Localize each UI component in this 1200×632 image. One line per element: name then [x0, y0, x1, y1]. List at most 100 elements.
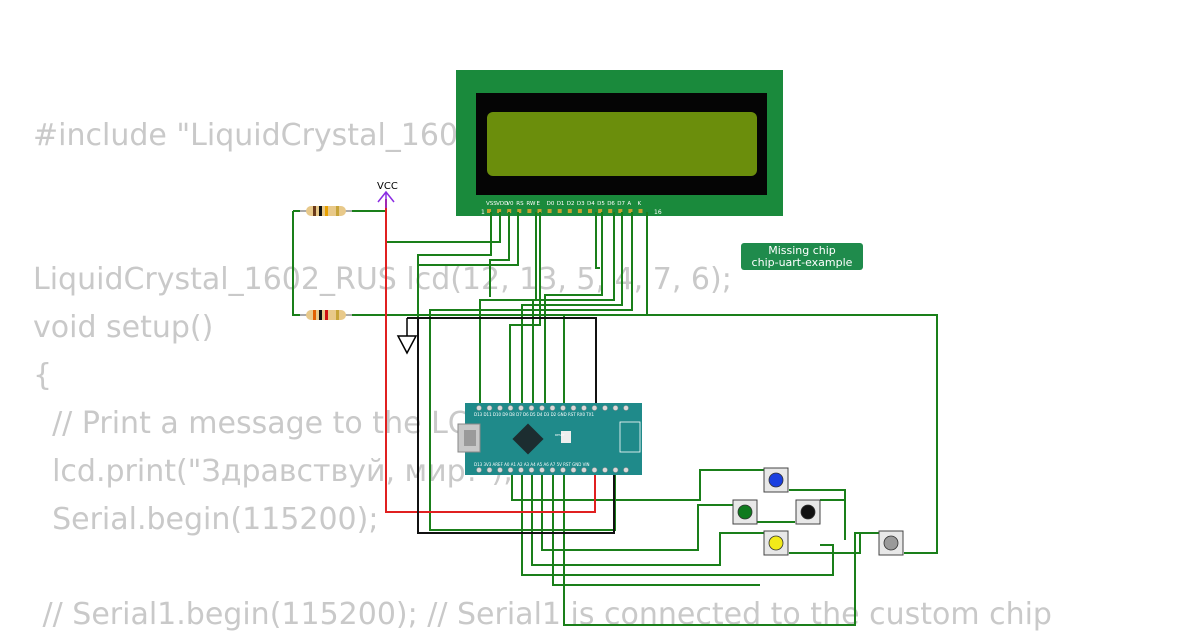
gnd-triangle [396, 335, 418, 355]
resistor-2[interactable] [300, 310, 352, 320]
arduino-pin-top[interactable] [528, 405, 535, 411]
arduino-pin-top[interactable] [539, 405, 545, 411]
lcd-pin-label: D5 [597, 201, 605, 207]
arduino-pin-top[interactable] [581, 405, 587, 411]
arduino-pin-top[interactable] [486, 405, 493, 411]
wire-btn-green [541, 473, 733, 551]
arduino-pin-bottom[interactable] [591, 467, 598, 473]
arduino-board [465, 403, 642, 475]
arduino-pin-bottom[interactable] [623, 467, 629, 473]
arduino-pin-bottom[interactable] [539, 467, 545, 473]
lcd-pin-label: VSS [486, 201, 497, 207]
wire-lcd-d7 [521, 212, 623, 405]
resistor-2-band [313, 310, 316, 320]
lcd-pin[interactable] [628, 209, 633, 213]
resistor-1[interactable] [300, 206, 352, 216]
lcd-pin[interactable] [577, 209, 582, 213]
wire-lcd-d6 [532, 212, 615, 405]
arduino-pin-top[interactable] [591, 405, 598, 411]
lcd-pin[interactable] [497, 209, 502, 213]
arduino-pin-top[interactable] [497, 405, 503, 411]
pushbutton-body [763, 467, 789, 493]
pushbutton-cap [800, 504, 816, 520]
lcd-screen [487, 112, 757, 176]
arduino-pin-bottom[interactable] [570, 467, 577, 473]
arduino-pin-top[interactable] [507, 405, 514, 411]
wire-lcd-vdd [489, 212, 510, 297]
arduino-pin-bottom[interactable] [497, 467, 503, 473]
arduino-pin-top[interactable] [549, 405, 556, 411]
lcd-pin[interactable] [547, 209, 552, 213]
lcd-pin-label: V0 [506, 201, 514, 207]
vcc-symbol[interactable]: VCC [377, 181, 398, 208]
lcd-pin[interactable] [598, 209, 603, 213]
lcd-pin[interactable] [567, 209, 572, 213]
arduino-pin-bottom[interactable] [560, 467, 566, 473]
arduino-pin-bottom[interactable] [528, 467, 535, 473]
reset-button[interactable] [561, 431, 571, 443]
lcd-pin[interactable] [507, 209, 512, 213]
lcd-pin[interactable] [537, 209, 542, 213]
pushbuttons [732, 467, 904, 556]
arduino-pin-bottom[interactable] [549, 467, 556, 473]
lcd-pin-label: K [638, 201, 642, 207]
reset-label: RESET [555, 433, 565, 437]
lcd-pin-label: D4 [587, 201, 595, 207]
pushbutton-black[interactable] [795, 499, 821, 525]
arduino-pin-top[interactable] [570, 405, 577, 411]
wire-btn-gray-right [647, 314, 938, 554]
arduino-pin-bottom[interactable] [507, 467, 514, 473]
mcu-chip [512, 423, 544, 455]
pushbutton-yellow[interactable] [763, 530, 789, 556]
wire-lcd-rw [509, 212, 541, 405]
arduino-pin-top[interactable] [612, 405, 619, 411]
lcd-pin[interactable] [618, 209, 623, 213]
arduino-pin-bottom[interactable] [602, 467, 608, 473]
gnd-symbol[interactable] [396, 318, 418, 355]
arduino-pin-top[interactable] [602, 405, 608, 411]
pushbutton-cap [883, 535, 899, 551]
arduino-pin-bottom[interactable] [612, 467, 619, 473]
arduino-pin-top[interactable] [476, 405, 482, 411]
code-line-comment: // Print a message to the LCD. [33, 406, 502, 441]
arduino-pin-bottom[interactable] [486, 467, 493, 473]
arduino-pin-headers [476, 405, 629, 473]
lcd-pin[interactable] [487, 209, 491, 213]
lcd-pin[interactable] [517, 209, 522, 213]
wire-vcc-red [385, 199, 596, 513]
pushbutton-gray[interactable] [878, 530, 904, 556]
wire-btn-yellow [531, 473, 765, 566]
lcd-pin-label: E [537, 201, 541, 207]
vcc-arrow [377, 190, 395, 208]
wire-btn-yellow-right [789, 533, 861, 554]
resistor-2-band [319, 310, 322, 320]
resistor-2-band [336, 310, 339, 320]
wire-lcd-vss [417, 212, 492, 322]
lcd-pin[interactable] [527, 209, 532, 213]
lcd-pin-label: D3 [577, 201, 585, 207]
wire-gnd-black-2 [417, 318, 615, 534]
pushbutton-cap [768, 535, 784, 551]
lcd-pin[interactable] [608, 209, 613, 213]
arduino-pin-bottom[interactable] [581, 467, 587, 473]
arduino-pin-top[interactable] [518, 405, 524, 411]
arduino-pin-top[interactable] [560, 405, 566, 411]
pushbutton-cap [737, 504, 753, 520]
lcd-pin-label: RW [526, 201, 536, 207]
pushbutton-blue[interactable] [763, 467, 789, 493]
arduino-pin-top[interactable] [623, 405, 629, 411]
arduino-nano[interactable]: D13 D11 D10 D9 D8 D7 D6 D5 D4 D3 D2 GND … [457, 403, 642, 475]
arduino-pin-bottom[interactable] [476, 467, 482, 473]
lcd-pin[interactable] [588, 209, 592, 213]
arduino-pin-bottom[interactable] [518, 467, 524, 473]
resistor-1-band [325, 206, 328, 216]
wire-btn-black-right [820, 499, 846, 540]
missing-chip-badge: Missing chip chip-uart-example [741, 243, 863, 270]
pushbutton-green[interactable] [732, 499, 758, 525]
code-line-serial: Serial.begin(115200); [33, 502, 379, 537]
lcd-pin[interactable] [638, 209, 643, 213]
wire-resistor-left [292, 211, 305, 316]
lcd-pin[interactable] [557, 209, 562, 213]
